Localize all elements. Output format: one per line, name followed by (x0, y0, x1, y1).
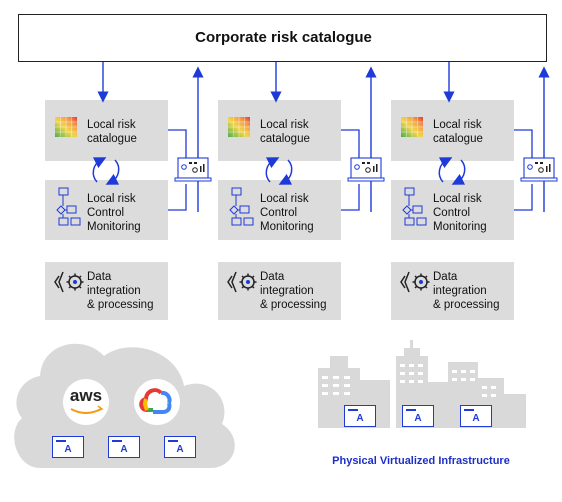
cloud-app-tile: A (164, 436, 196, 458)
laptop-dashboard-icon (174, 157, 212, 182)
infrastructure-label: Physical Virtualized Infrastructure (332, 455, 510, 467)
heatmap-icon (55, 117, 77, 137)
data-processing-icon (54, 271, 84, 293)
data-integration-processing-label: Data integration & processing (87, 271, 154, 311)
cloud-app-letter: A (176, 444, 184, 455)
local-risk-control-monitoring-label: Local risk Control Monitoring (260, 193, 314, 233)
corporate-risk-catalogue-box: Corporate risk catalogue (18, 14, 547, 62)
data-processing-icon (400, 271, 430, 293)
aws-logo (63, 379, 109, 425)
heatmap-icon (401, 117, 423, 137)
cloud-app-letter: A (64, 444, 72, 455)
data-panel (391, 262, 514, 320)
local-risk-catalogue-label: Local risk catalogue (260, 119, 310, 145)
cloud-app-letter: A (120, 444, 128, 455)
aws-text: aws (69, 386, 103, 405)
local-risk-catalogue-label: Local risk catalogue (433, 119, 483, 145)
sync-cycle-icon (92, 157, 120, 185)
corporate-risk-catalogue-title: Corporate risk catalogue (195, 29, 372, 46)
infrastructure-app-letter: A (356, 413, 364, 424)
data-processing-icon (227, 271, 257, 293)
local-risk-control-monitoring-label: Local risk Control Monitoring (87, 193, 141, 233)
flowchart-icon (56, 187, 81, 226)
local-risk-catalogue-label: Local risk catalogue (87, 119, 137, 145)
infrastructure-app-letter: A (472, 413, 480, 424)
column-graphics (391, 62, 558, 320)
local-risk-control-monitoring-label: Local risk Control Monitoring (433, 193, 487, 233)
data-integration-processing-label: Data integration & processing (260, 271, 327, 311)
laptop-dashboard-icon (347, 157, 385, 182)
sync-cycle-icon (438, 157, 466, 185)
flowchart-icon (229, 187, 254, 226)
cloud-app-tile: A (108, 436, 140, 458)
data-panel (218, 262, 341, 320)
infrastructure-app-tile: A (402, 405, 434, 427)
google-cloud-logo (134, 379, 180, 425)
infrastructure-app-letter: A (414, 413, 422, 424)
infrastructure-app-tile: A (460, 405, 492, 427)
column-graphics (218, 62, 385, 320)
laptop-dashboard-icon (520, 157, 558, 182)
data-panel (45, 262, 168, 320)
sync-cycle-icon (265, 157, 293, 185)
data-integration-processing-label: Data integration & processing (433, 271, 500, 311)
infrastructure-app-tile: A (344, 405, 376, 427)
heatmap-icon (228, 117, 250, 137)
column-graphics (45, 62, 212, 320)
cloud-app-tile: A (52, 436, 84, 458)
flowchart-icon (402, 187, 427, 226)
